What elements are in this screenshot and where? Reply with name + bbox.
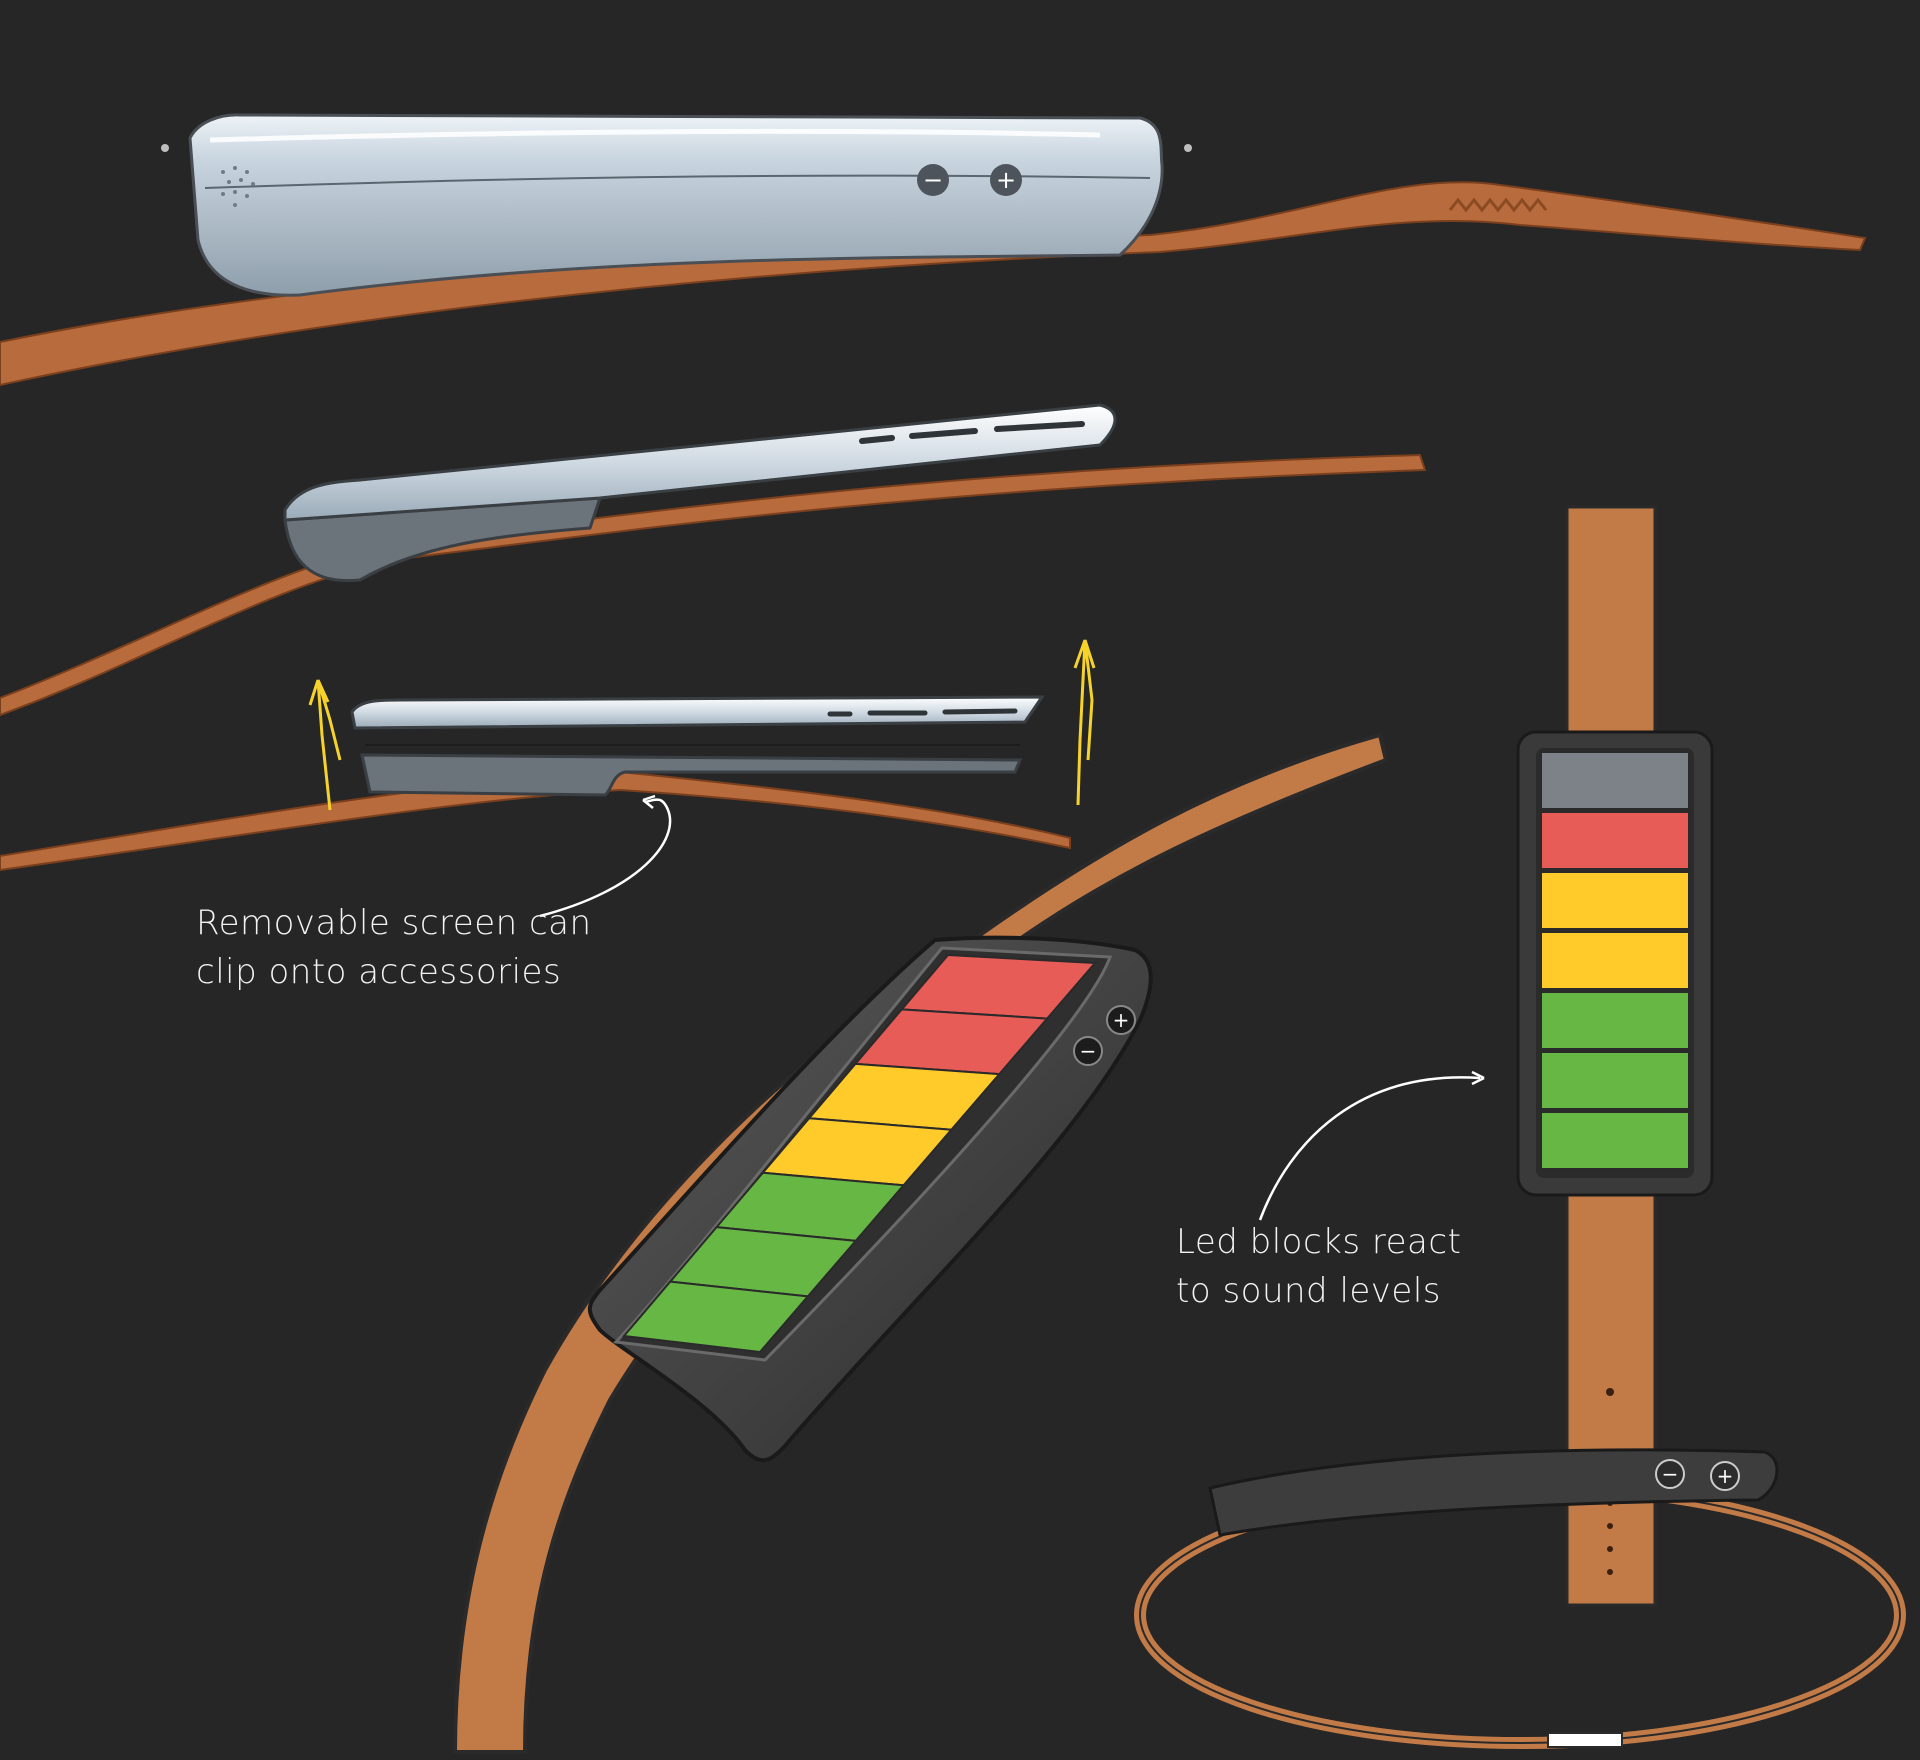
- lift-arrow-right-icon: [1073, 639, 1096, 806]
- front-led-band-sketch: [1258, 505, 1714, 1607]
- plus-icon: +: [1113, 1008, 1130, 1032]
- led-blocks-annotation: Led blocks react to sound levels: [1176, 1218, 1461, 1316]
- annotation-line: to sound levels: [1176, 1271, 1442, 1311]
- top-device-screen-highlight: [209, 128, 1101, 143]
- annotation-line: Removable screen can: [196, 903, 592, 943]
- exploded-slot-marks: [827, 708, 1018, 717]
- exploded-device-sketch: [0, 639, 1096, 918]
- top-device-body: [188, 113, 1164, 297]
- middle-strap: [0, 453, 1427, 717]
- plus-icon: +: [1717, 1464, 1734, 1488]
- minus-icon: −: [923, 166, 943, 194]
- top-strap-teeth: [1448, 197, 1548, 213]
- led-block-green: [1540, 991, 1690, 1050]
- led-block-green: [1540, 1051, 1690, 1110]
- loop-bracelet-sketch: − +: [1134, 1448, 1906, 1749]
- top-volume-up-button[interactable]: +: [990, 164, 1022, 196]
- angled-led-blocks: [622, 953, 1098, 1354]
- callout-arrow-led: [1258, 1076, 1481, 1221]
- loop-volume-down-button[interactable]: −: [1655, 1459, 1685, 1489]
- minus-icon: −: [1080, 1039, 1097, 1063]
- callout-arrow-screen: [539, 798, 672, 918]
- led-block-green: [622, 1280, 810, 1354]
- loop-volume-up-button[interactable]: +: [1710, 1461, 1740, 1491]
- removable-screen-annotation: Removable screen can clip onto accessori…: [196, 899, 592, 997]
- middle-device-base: [283, 496, 603, 583]
- loop-device-body: [1208, 1448, 1779, 1537]
- annotation-line: Led blocks react: [1176, 1222, 1462, 1262]
- angled-led-device-sketch: + −: [452, 732, 1389, 1754]
- led-block-gray: [1540, 751, 1690, 810]
- plus-icon: +: [996, 166, 1016, 194]
- led-block-red: [1540, 811, 1690, 870]
- led-block-green: [1540, 1111, 1690, 1170]
- exploded-base: [360, 753, 1023, 797]
- exploded-screen-top: [350, 695, 1045, 730]
- annotation-line: clip onto accessories: [196, 952, 562, 992]
- middle-device-top: [283, 403, 1117, 522]
- loop-clasp: [1547, 1732, 1623, 1748]
- side-device-sketch: [0, 403, 1427, 717]
- vertical-led-blocks: [1540, 751, 1690, 1170]
- angled-volume-up-button[interactable]: +: [1106, 1005, 1136, 1035]
- minus-icon: −: [1662, 1462, 1679, 1486]
- middle-slot-marks: [859, 421, 1085, 444]
- lift-arrow-left-icon: [308, 679, 342, 811]
- top-device-sketch: − +: [0, 113, 1867, 387]
- angled-volume-down-button[interactable]: −: [1073, 1036, 1103, 1066]
- led-block-yellow: [1540, 871, 1690, 930]
- led-block-yellow: [1540, 931, 1690, 990]
- top-volume-down-button[interactable]: −: [917, 164, 949, 196]
- speaker-grille-icon: [221, 166, 255, 207]
